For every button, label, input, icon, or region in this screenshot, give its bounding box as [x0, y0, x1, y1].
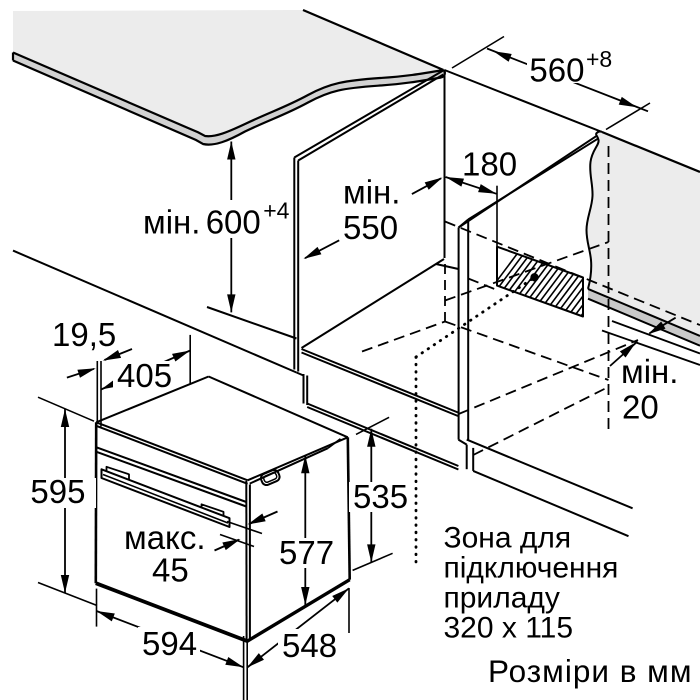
svg-text:45: 45	[152, 552, 189, 589]
svg-text:19,5: 19,5	[52, 316, 116, 353]
svg-text:+8: +8	[586, 46, 612, 72]
svg-text:535: 535	[353, 478, 408, 515]
svg-text:577: 577	[279, 534, 334, 571]
svg-text:мін.: мін.	[143, 204, 200, 241]
svg-text:Зона для: Зона для	[444, 522, 572, 555]
svg-text:мін.: мін.	[343, 173, 400, 210]
svg-text:підключення: підключення	[444, 552, 619, 585]
svg-text:550: 550	[343, 209, 398, 246]
svg-text:548: 548	[282, 627, 337, 664]
svg-text:+4: +4	[263, 198, 289, 224]
svg-text:405: 405	[117, 357, 172, 394]
svg-text:приладу: приладу	[444, 582, 560, 615]
svg-text:595: 595	[30, 473, 85, 510]
svg-text:20: 20	[622, 389, 659, 426]
svg-text:180: 180	[462, 146, 517, 183]
svg-text:Розміри в мм: Розміри в мм	[488, 653, 693, 689]
svg-text:макс.: макс.	[124, 519, 206, 556]
svg-text:320 x 115: 320 x 115	[444, 612, 574, 645]
svg-text:560: 560	[529, 51, 584, 88]
svg-text:594: 594	[142, 625, 197, 662]
svg-text:600: 600	[206, 204, 261, 241]
svg-text:мін.: мін.	[621, 353, 678, 390]
